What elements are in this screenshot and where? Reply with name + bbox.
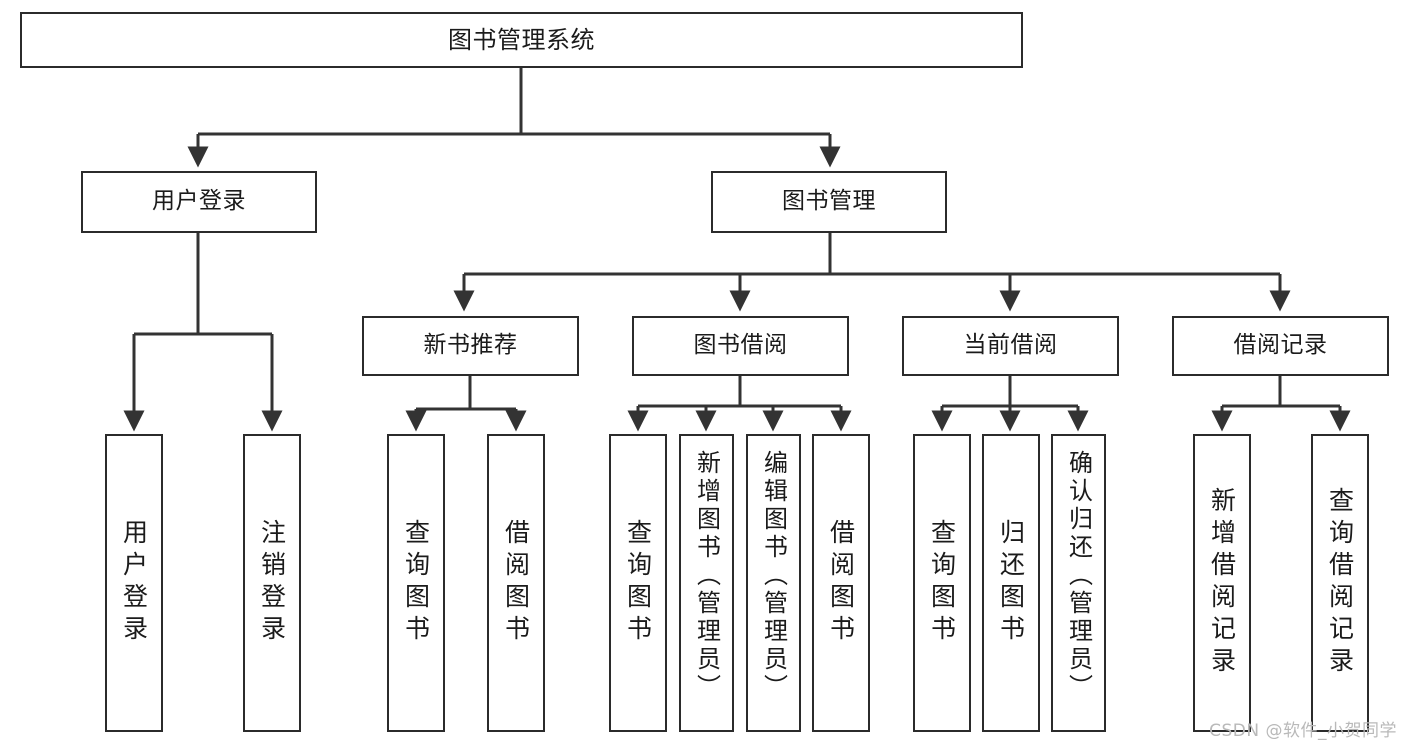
leaf-confirm-return[interactable]: 确认归还（管理员）	[1051, 434, 1106, 732]
node-root-label: 图书管理系统	[448, 25, 595, 54]
node-user-login-label: 用户登录	[152, 188, 246, 215]
leaf-query-book-2-label: 查询图书	[623, 519, 653, 647]
leaf-borrow-book-2-label: 借阅图书	[826, 519, 856, 647]
node-borrow-record-label: 借阅记录	[1233, 332, 1328, 359]
leaf-add-record-label: 新增借阅记录	[1207, 487, 1237, 679]
leaf-borrow-book-1-label: 借阅图书	[501, 519, 531, 647]
node-book-borrow-label: 图书借阅	[693, 332, 788, 359]
leaf-borrow-book-2[interactable]: 借阅图书	[812, 434, 870, 732]
node-current-borrow[interactable]: 当前借阅	[902, 316, 1119, 376]
leaf-user-login[interactable]: 用户登录	[105, 434, 163, 732]
leaf-query-book-1-label: 查询图书	[401, 519, 431, 647]
leaf-query-book-1[interactable]: 查询图书	[387, 434, 445, 732]
leaf-add-book[interactable]: 新增图书（管理员）	[679, 434, 734, 732]
csdn-watermark: CSDN @软件_小贺同学	[1209, 721, 1397, 741]
leaf-add-book-label: 新增图书（管理员）	[692, 450, 721, 702]
leaf-edit-book[interactable]: 编辑图书（管理员）	[746, 434, 801, 732]
node-book-manage-label: 图书管理	[782, 188, 876, 215]
node-book-manage[interactable]: 图书管理	[711, 171, 947, 233]
leaf-query-book-3-label: 查询图书	[927, 519, 957, 647]
node-new-book-recommend-label: 新书推荐	[423, 332, 518, 359]
node-current-borrow-label: 当前借阅	[963, 332, 1058, 359]
leaf-query-book-2[interactable]: 查询图书	[609, 434, 667, 732]
leaf-add-record[interactable]: 新增借阅记录	[1193, 434, 1251, 732]
node-book-borrow[interactable]: 图书借阅	[632, 316, 849, 376]
leaf-user-login-label: 用户登录	[119, 519, 149, 647]
node-user-login[interactable]: 用户登录	[81, 171, 317, 233]
leaf-query-record[interactable]: 查询借阅记录	[1311, 434, 1369, 732]
leaf-query-book-3[interactable]: 查询图书	[913, 434, 971, 732]
node-new-book-recommend[interactable]: 新书推荐	[362, 316, 579, 376]
leaf-query-record-label: 查询借阅记录	[1325, 487, 1355, 679]
leaf-return-book[interactable]: 归还图书	[982, 434, 1040, 732]
leaf-borrow-book-1[interactable]: 借阅图书	[487, 434, 545, 732]
node-borrow-record[interactable]: 借阅记录	[1172, 316, 1389, 376]
leaf-logout-login[interactable]: 注销登录	[243, 434, 301, 732]
leaf-confirm-return-label: 确认归还（管理员）	[1064, 450, 1093, 702]
node-root[interactable]: 图书管理系统	[20, 12, 1023, 68]
leaf-edit-book-label: 编辑图书（管理员）	[759, 450, 788, 702]
leaf-return-book-label: 归还图书	[996, 519, 1026, 647]
leaf-logout-login-label: 注销登录	[257, 519, 287, 647]
